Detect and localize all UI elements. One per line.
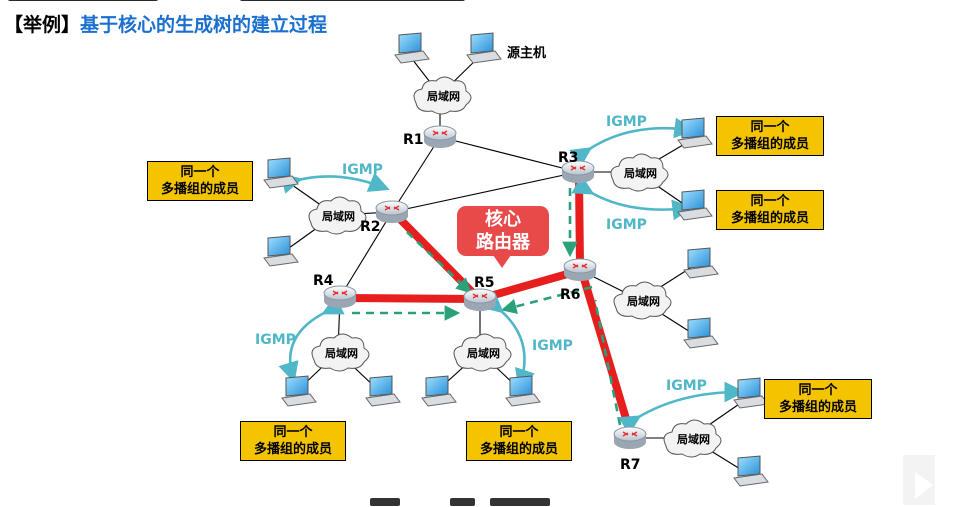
laptop-icon — [733, 455, 769, 487]
laptop-icon — [683, 247, 719, 279]
router-icon — [613, 426, 647, 449]
lan-clouds: 局域网 局域网 局域网 局域网 局域网 局域网 — [308, 76, 722, 458]
laptop-icon — [281, 375, 317, 407]
lan-cloud: 局域网 — [311, 333, 370, 372]
router-label-r4: R4 — [313, 273, 334, 289]
router-icon — [463, 288, 497, 311]
igmp-label: IGMP — [606, 217, 647, 233]
igmp-label: IGMP — [666, 378, 707, 394]
lan-cloud: 局域网 — [413, 76, 472, 115]
member-box: 同一个多播组的成员 — [716, 116, 824, 156]
router-label-r3: R3 — [558, 150, 579, 166]
lan-label: 局域网 — [626, 294, 660, 308]
member-box: 同一个多播组的成员 — [240, 421, 346, 461]
laptop-icon — [466, 32, 502, 64]
laptop-icon — [394, 32, 430, 64]
title-text: 基于核心的生成树的建立过程 — [80, 14, 328, 36]
core-router-callout: 核心 路由器 — [457, 206, 549, 268]
router-label-r2: R2 — [360, 219, 381, 235]
title-bracket: 【举例】 — [4, 14, 81, 36]
laptop-icon — [421, 375, 457, 407]
router-labels: R1 R2 R3 R4 R5 R6 R7 — [313, 132, 641, 473]
igmp-label: IGMP — [606, 114, 647, 130]
igmp-label: IGMP — [532, 338, 573, 354]
router-icon — [323, 285, 357, 308]
router-label-r6: R6 — [560, 287, 581, 303]
core-callout-line1: 核心 — [485, 209, 521, 230]
laptop-icon — [365, 375, 401, 407]
routers — [323, 125, 647, 449]
member-box: 同一个多播组的成员 — [147, 161, 253, 201]
lan-label: 局域网 — [426, 89, 460, 103]
page-title: 【举例】基于核心的生成树的建立过程 — [4, 10, 327, 37]
router-icon — [423, 125, 457, 148]
laptop-icon — [263, 235, 299, 267]
member-box: 同一个多播组的成员 — [764, 379, 872, 419]
lan-label: 局域网 — [466, 346, 500, 360]
lan-label: 局域网 — [623, 166, 657, 180]
laptop-icon — [505, 375, 541, 407]
router-icon — [563, 258, 597, 281]
source-host-label: 源主机 — [507, 45, 546, 61]
laptop-icon — [733, 377, 769, 409]
lan-cloud: 局域网 — [663, 419, 722, 458]
lan-cloud: 局域网 — [453, 333, 512, 372]
laptop-icon — [683, 317, 719, 349]
lan-cloud: 局域网 — [613, 281, 672, 320]
watermark-icon — [903, 455, 935, 505]
igmp-label: IGMP — [255, 332, 296, 348]
igmp-label: IGMP — [342, 162, 383, 178]
lan-cloud: 局域网 — [308, 196, 367, 235]
router-label-r7: R7 — [620, 457, 641, 473]
hosts — [263, 32, 769, 487]
laptop-icon — [677, 189, 713, 221]
router-icon — [561, 160, 595, 183]
igmp-labels: IGMP IGMP IGMP IGMP IGMP IGMP — [255, 114, 707, 394]
cropped-header-text — [0, 0, 470, 3]
cropped-caption — [370, 498, 600, 506]
router-label-r5: R5 — [474, 275, 495, 291]
member-box: 同一个多播组的成员 — [716, 190, 824, 230]
igmp-arrows — [278, 117, 746, 435]
member-box: 同一个多播组的成员 — [466, 421, 572, 461]
laptop-icon — [263, 157, 299, 189]
lan-label: 局域网 — [676, 432, 710, 446]
lan-label: 局域网 — [321, 209, 355, 223]
router-icon — [375, 200, 409, 223]
physical-links — [281, 54, 746, 473]
core-callout-line2: 路由器 — [476, 232, 530, 253]
router-label-r1: R1 — [403, 132, 424, 148]
lan-label: 局域网 — [324, 346, 358, 360]
laptop-icon — [677, 117, 713, 149]
lan-cloud: 局域网 — [610, 153, 669, 192]
